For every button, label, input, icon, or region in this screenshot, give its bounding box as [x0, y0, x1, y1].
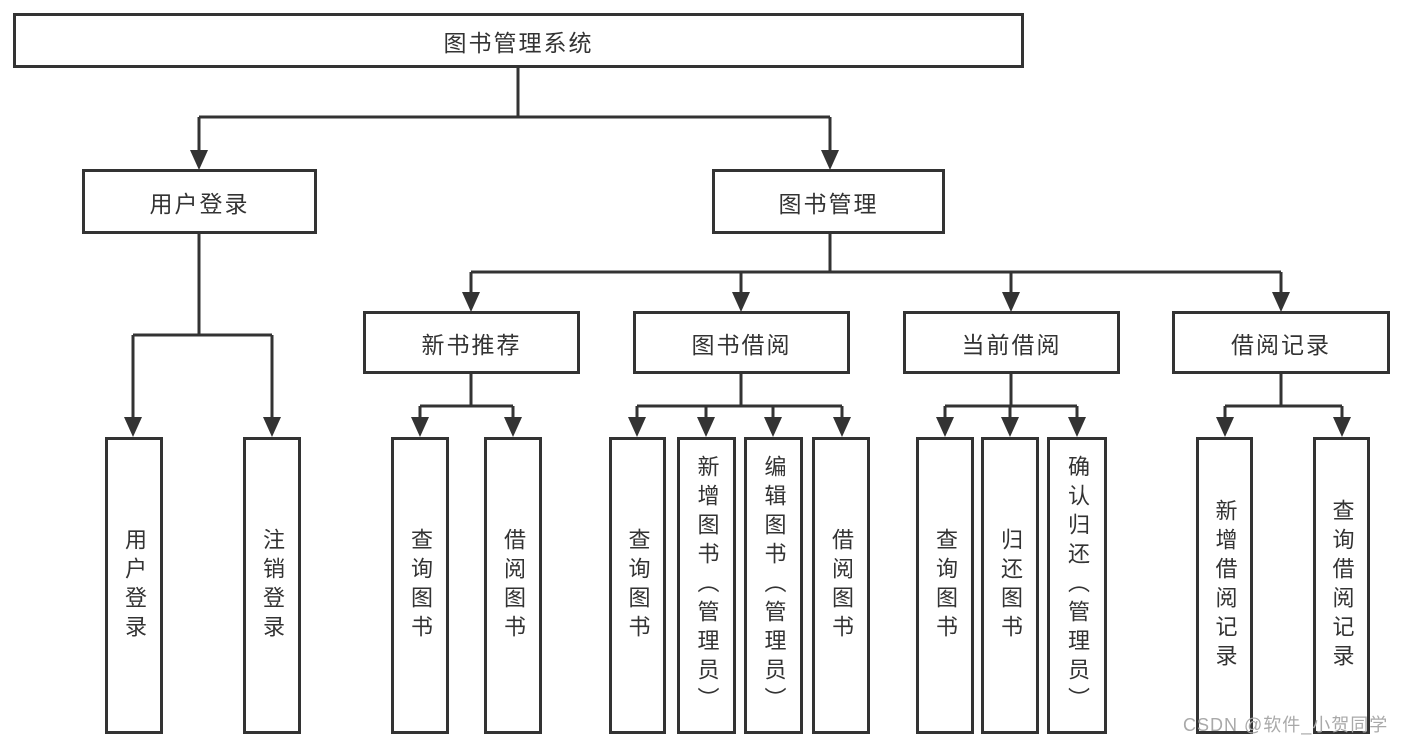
leaf-query-borrow-record: 查询借阅记录 — [1313, 437, 1370, 734]
leaf-confirm-return-admin: 确认归还（管理员） — [1047, 437, 1107, 734]
leaf-return-books: 归还图书 — [981, 437, 1039, 734]
leaf-query-books-current: 查询图书 — [916, 437, 974, 734]
leaf-user-login: 用户登录 — [105, 437, 163, 734]
leaf-borrow-books-borrowing: 借阅图书 — [812, 437, 870, 734]
csdn-watermark: CSDN @软件_小贺同学 — [1183, 715, 1389, 735]
leaf-edit-books-admin: 编辑图书（管理员） — [744, 437, 803, 734]
node-user-login: 用户登录 — [82, 169, 317, 234]
leaf-query-books-borrowing: 查询图书 — [609, 437, 666, 734]
node-borrowing-records: 借阅记录 — [1172, 311, 1390, 374]
leaf-query-books-recommend: 查询图书 — [391, 437, 449, 734]
leaf-add-books-admin: 新增图书（管理员） — [677, 437, 736, 734]
node-library-system: 图书管理系统 — [13, 13, 1024, 68]
leaf-logout-login: 注销登录 — [243, 437, 301, 734]
leaf-add-borrow-record: 新增借阅记录 — [1196, 437, 1253, 734]
node-current-borrowing: 当前借阅 — [903, 311, 1120, 374]
node-book-borrowing: 图书借阅 — [633, 311, 850, 374]
node-new-book-recommendation: 新书推荐 — [363, 311, 580, 374]
node-book-management: 图书管理 — [712, 169, 945, 234]
leaf-borrow-books-recommend: 借阅图书 — [484, 437, 542, 734]
